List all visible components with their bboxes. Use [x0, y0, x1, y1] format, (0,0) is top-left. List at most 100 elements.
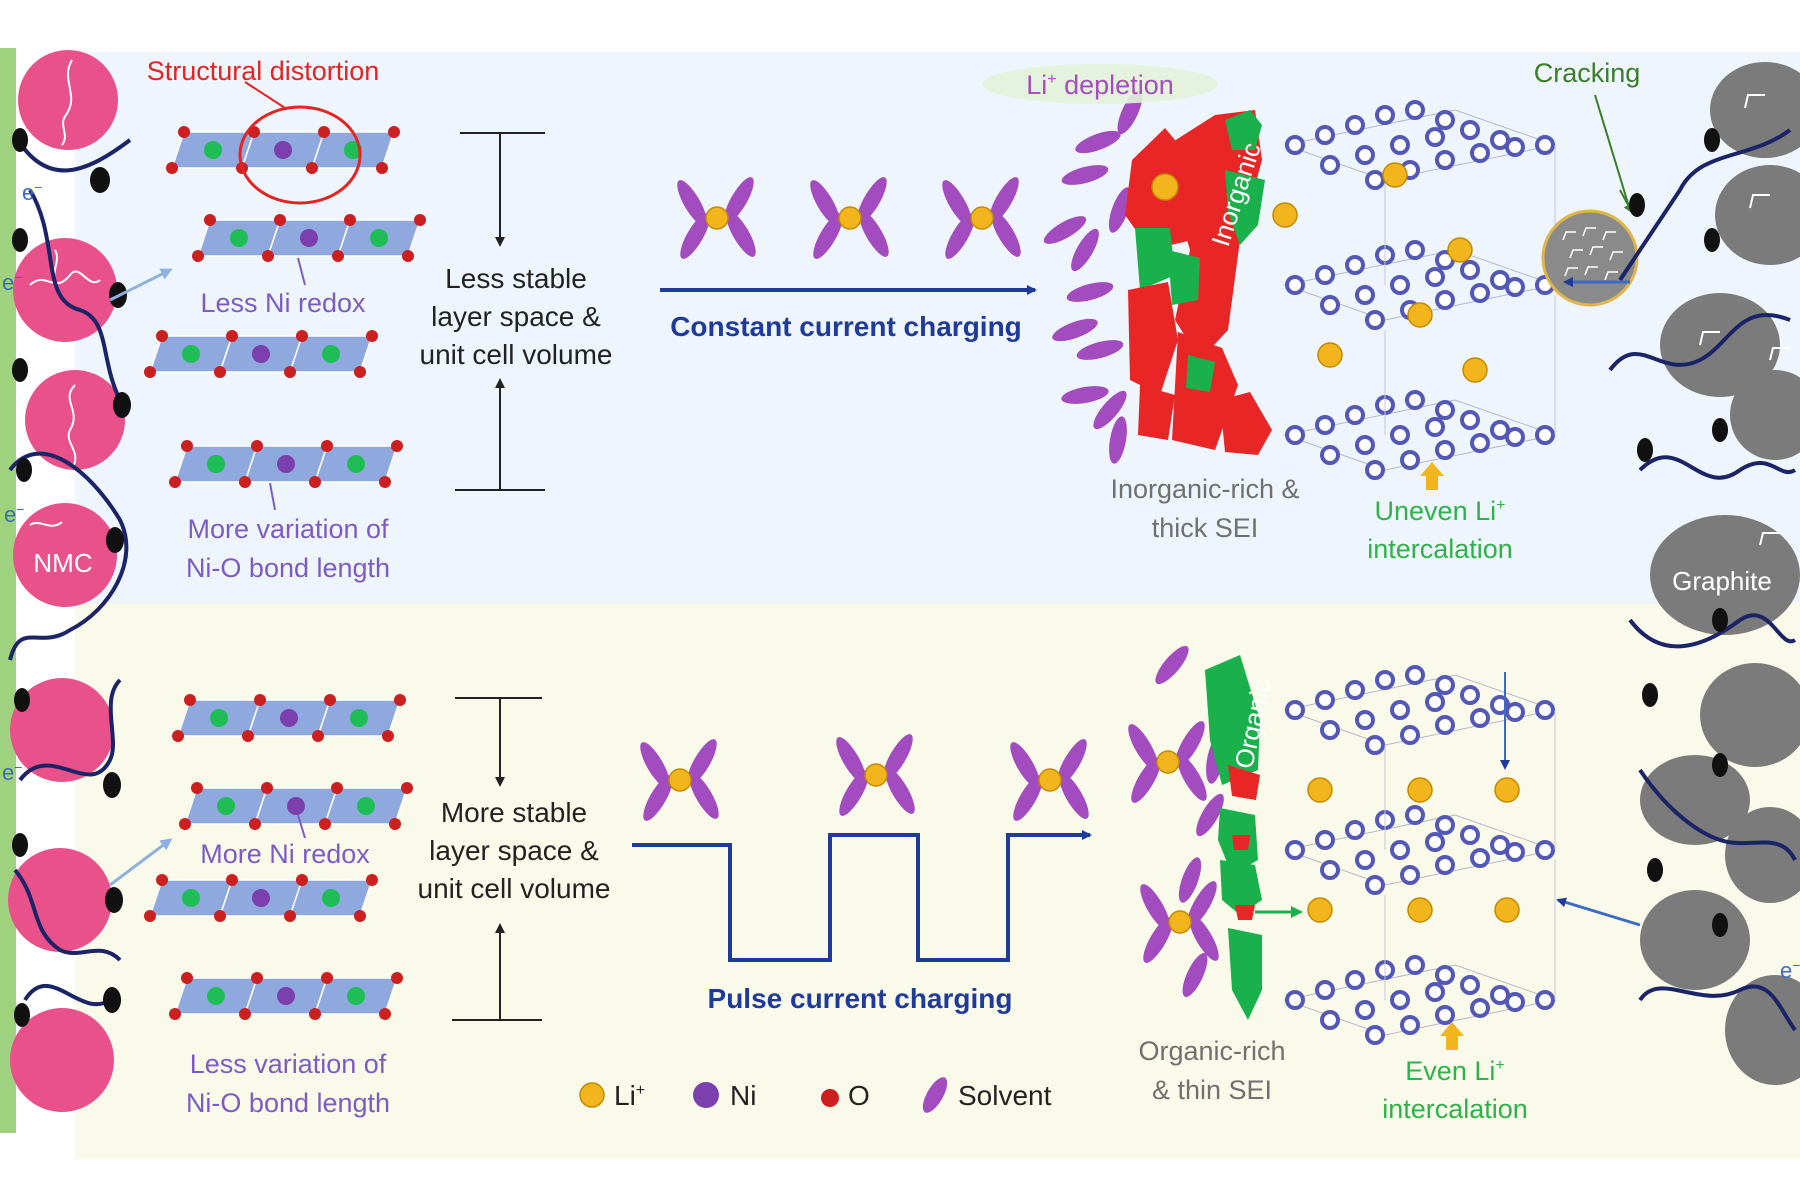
- li-depletion-label: Li+ depletion: [1026, 70, 1173, 100]
- solvent-molecule: [1182, 952, 1208, 998]
- oxygen-atom: [226, 330, 238, 342]
- more-ni-redox-label: More Ni redox: [200, 839, 370, 869]
- carbon-atom: [1315, 125, 1335, 145]
- intercalated-li: [1407, 777, 1433, 803]
- solvent-molecule: [1109, 416, 1127, 464]
- oxygen-atom: [178, 126, 190, 138]
- carbon-atom: [1425, 127, 1445, 147]
- solvent-molecule: [1059, 773, 1089, 819]
- oxygen-atom: [391, 440, 403, 452]
- electron-labels-left: e− e− e− e−: [2, 179, 42, 785]
- oxygen-atom: [389, 818, 401, 830]
- metal-atom: [210, 709, 228, 727]
- graphite-lattice-bottom: [1283, 665, 1557, 1045]
- nmc-particle-top: [18, 50, 118, 150]
- sei-line: Organic-rich: [1138, 1036, 1285, 1066]
- sei-text-top: Inorganic-rich & thick SEI: [1110, 474, 1299, 543]
- carbon-atom: [1315, 830, 1335, 850]
- carbon-atom: [1320, 860, 1340, 880]
- solvent-molecule: [1131, 757, 1161, 803]
- carbon-atom: [1470, 433, 1490, 453]
- carbon-atom: [1355, 710, 1375, 730]
- oxygen-atom: [156, 874, 168, 886]
- oxygen-atom: [379, 1008, 391, 1020]
- stability-text-top: Less stable layer space & unit cell volu…: [420, 263, 613, 370]
- intercalated-li: [1307, 897, 1333, 923]
- carbon-atom: [1435, 715, 1455, 735]
- solvent-molecule: [1108, 187, 1132, 233]
- carbon-atom: [1365, 460, 1385, 480]
- sei-line: thick SEI: [1152, 513, 1259, 543]
- graphite-particle: [1640, 890, 1750, 990]
- carbon-atom: [1460, 685, 1480, 705]
- carbon-atom: [1390, 275, 1410, 295]
- solvent-molecule: [1178, 857, 1202, 903]
- carbon-atom: [1435, 1005, 1455, 1025]
- carbon-atom: [1355, 435, 1375, 455]
- carbon-atom: [1390, 990, 1410, 1010]
- ni-atom: [280, 709, 298, 727]
- carbon-atom: [1505, 992, 1525, 1012]
- oxygen-atom: [296, 330, 308, 342]
- oxygen-atom: [331, 782, 343, 794]
- solvent-molecule: [1061, 386, 1109, 404]
- graphite-crack-marks: [1699, 94, 1790, 546]
- cracking-label: Cracking: [1534, 58, 1641, 88]
- carbon-atom: [1345, 405, 1365, 425]
- oxygen-atom: [179, 818, 191, 830]
- legend-ni-label: Ni: [730, 1080, 756, 1111]
- oxygen-atom: [318, 126, 330, 138]
- carbon-atom: [1470, 998, 1490, 1018]
- oxygen-atom: [354, 366, 366, 378]
- intercalated-li: [1382, 162, 1408, 188]
- layered-lattices: [144, 126, 426, 1020]
- graphite-anode: Graphite Cracking: [1534, 58, 1800, 1085]
- oxygen-atom: [181, 440, 193, 452]
- carbon-atom: [1355, 285, 1375, 305]
- oxygen-atom: [169, 476, 181, 488]
- graphite-particle: [1730, 370, 1800, 460]
- ni-atom: [277, 455, 295, 473]
- solvent-molecule: [1189, 915, 1219, 961]
- lattice-layer: [144, 874, 378, 922]
- nmc-particle-bottom-2: [8, 848, 112, 952]
- electron-label: e−: [22, 179, 42, 205]
- pulse-current-waveform: [632, 830, 1092, 962]
- oxygen-atom: [166, 162, 178, 174]
- carbon-atom: [1320, 155, 1340, 175]
- solvated-li-ion: [810, 177, 889, 259]
- carbon-atom: [1400, 1015, 1420, 1035]
- oxygen-atom: [376, 162, 388, 174]
- lattice-layer: [166, 126, 400, 174]
- oxygen-atom: [239, 476, 251, 488]
- li-ion: [864, 763, 888, 787]
- carbon-atom: [1320, 720, 1340, 740]
- graphite-particle: [1700, 663, 1800, 767]
- oxygen-atom: [321, 440, 333, 452]
- carbon-atom: [1400, 865, 1420, 885]
- oxygen-atom: [296, 874, 308, 886]
- ni-atom: [287, 797, 305, 815]
- oxygen-atom: [274, 214, 286, 226]
- solvent-molecule: [643, 775, 673, 821]
- bond-note-line: Less variation of: [190, 1049, 387, 1079]
- ni-atom: [300, 229, 318, 247]
- carbon-atom: [1400, 450, 1420, 470]
- metal-atom: [207, 455, 225, 473]
- oxygen-atom: [394, 694, 406, 706]
- carbon-atom: [1435, 440, 1455, 460]
- carbon-atom: [1365, 735, 1385, 755]
- oxygen-atom: [284, 910, 296, 922]
- intercalated-li: [1494, 777, 1520, 803]
- solvent-molecule: [677, 180, 707, 226]
- carbon-atom: [1505, 842, 1525, 862]
- carbon-atom: [1405, 240, 1425, 260]
- carbon-atom: [1405, 100, 1425, 120]
- solvent-molecule: [1066, 282, 1114, 302]
- solvent-molecule: [1052, 318, 1098, 342]
- carbon-atom: [1505, 702, 1525, 722]
- oxygen-atom: [204, 214, 216, 226]
- carbon-atom: [1355, 1000, 1375, 1020]
- oxygen-atom: [262, 250, 274, 262]
